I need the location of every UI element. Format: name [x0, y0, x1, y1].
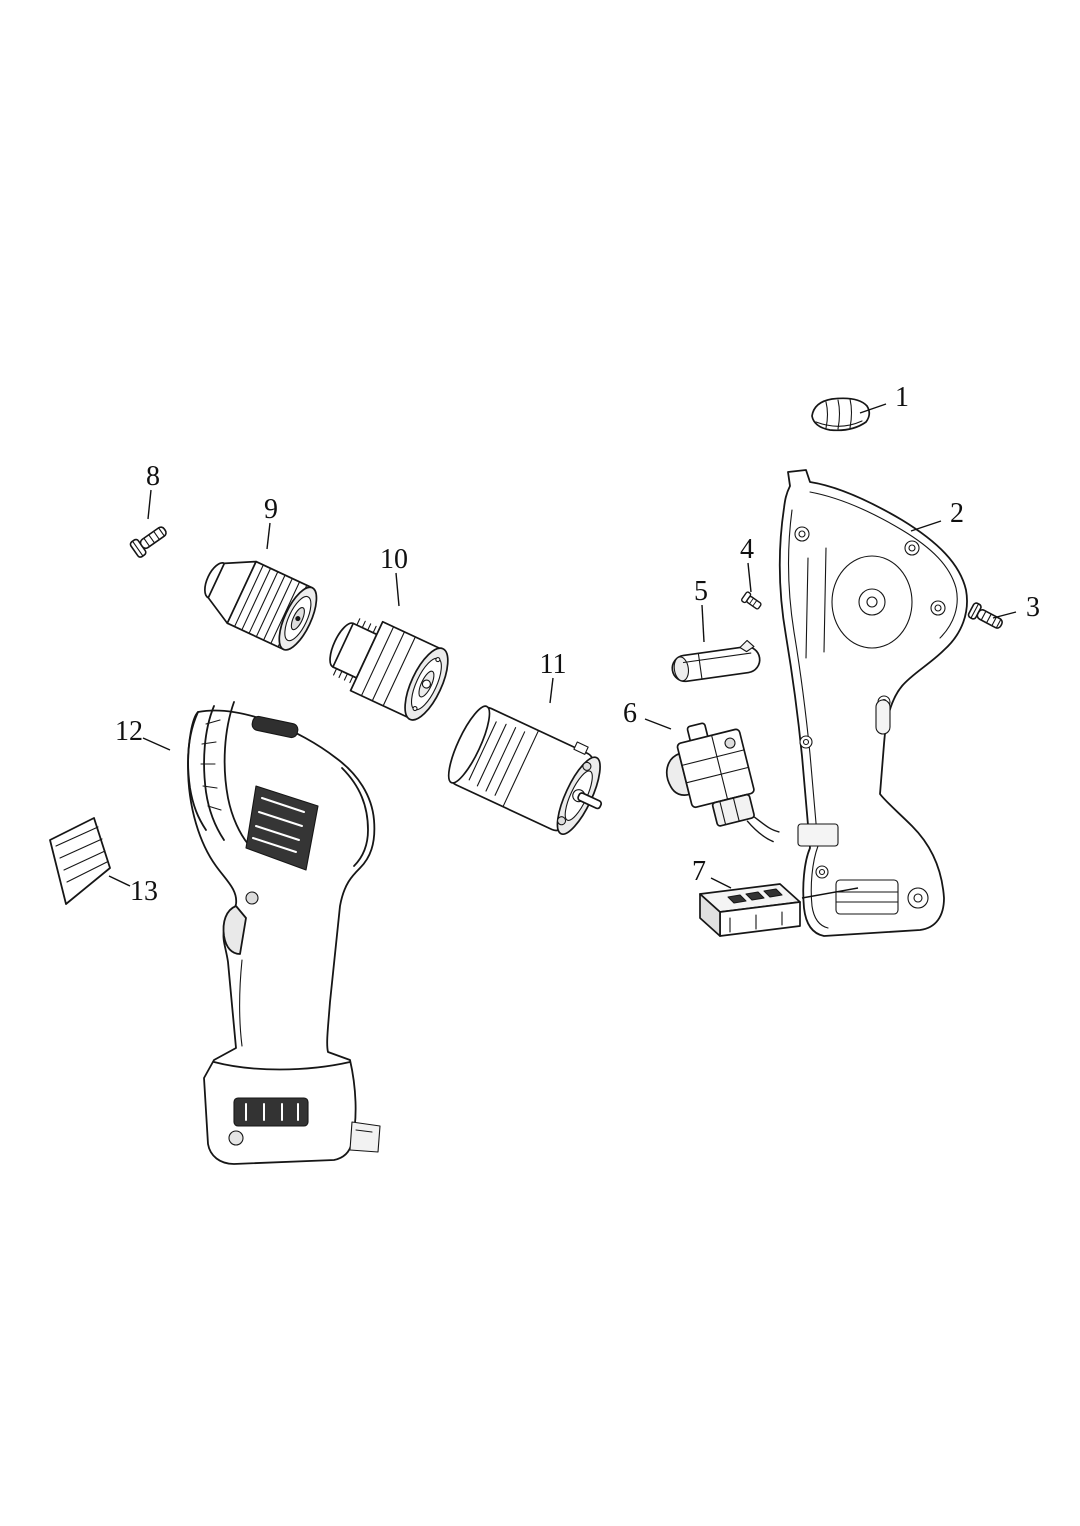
leader-line-screw	[147, 489, 152, 520]
assembly-line	[801, 887, 859, 899]
part-push-rod	[671, 639, 761, 683]
foot-tab	[349, 1121, 381, 1153]
part-gearbox	[329, 618, 449, 721]
part-belt-clip	[49, 817, 111, 905]
trigger-detail	[222, 905, 247, 955]
part-trigger-switch	[665, 722, 780, 843]
leader-line-motor	[549, 677, 554, 704]
part-screw-4	[741, 591, 762, 610]
callout-number-motor: 11	[540, 649, 567, 680]
leader-line-chuck	[266, 522, 271, 550]
switch-trigger	[665, 752, 691, 796]
top-selector-detail	[251, 715, 299, 739]
part-motor	[447, 705, 603, 835]
callout-number-belt-clip: 13	[130, 876, 158, 907]
part-screw-8	[129, 526, 167, 558]
drill-body-outline	[187, 709, 376, 1165]
part-housing-left-assembly	[187, 701, 381, 1165]
leader-line-housing-right-half	[910, 520, 942, 532]
part-screw-3	[967, 602, 1003, 629]
switch-wires	[746, 816, 780, 843]
battery-rail	[233, 1097, 309, 1127]
leader-line-belt-clip	[108, 875, 131, 887]
callout-number-trigger-switch: 6	[623, 698, 637, 729]
callout-number-housing-left-assembly: 12	[115, 716, 143, 747]
callout-number-set-screw: 4	[740, 534, 754, 565]
leader-line-trigger-switch	[644, 718, 672, 730]
callout-number-screw: 8	[146, 461, 160, 492]
callout-number-push-rod: 5	[694, 576, 708, 607]
part-terminal-block	[699, 883, 801, 937]
callout-number-housing-screw: 3	[1026, 592, 1040, 623]
callout-number-speed-selector-button: 1	[895, 382, 909, 413]
leader-line-set-screw	[747, 562, 752, 593]
leader-line-push-rod	[701, 604, 705, 643]
leader-line-speed-selector-button	[859, 403, 887, 414]
callout-number-housing-right-half: 2	[950, 498, 964, 529]
callout-number-gearbox-assembly: 10	[380, 544, 408, 575]
leader-line-housing-screw	[992, 611, 1017, 619]
leader-line-gearbox-assembly	[395, 572, 400, 607]
callout-number-chuck: 9	[264, 494, 278, 525]
vent-grille	[245, 785, 319, 871]
part-housing-right-half	[778, 469, 968, 937]
battery-latch	[228, 1130, 244, 1146]
callout-number-terminal-block: 7	[692, 856, 706, 887]
housing-outline	[778, 469, 968, 937]
part-speed-selector-button	[811, 397, 871, 432]
fwd-rev-button-detail	[245, 891, 259, 905]
leader-line-housing-left-assembly	[142, 737, 171, 751]
leader-line-terminal-block	[710, 877, 732, 889]
part-chuck	[204, 560, 318, 651]
